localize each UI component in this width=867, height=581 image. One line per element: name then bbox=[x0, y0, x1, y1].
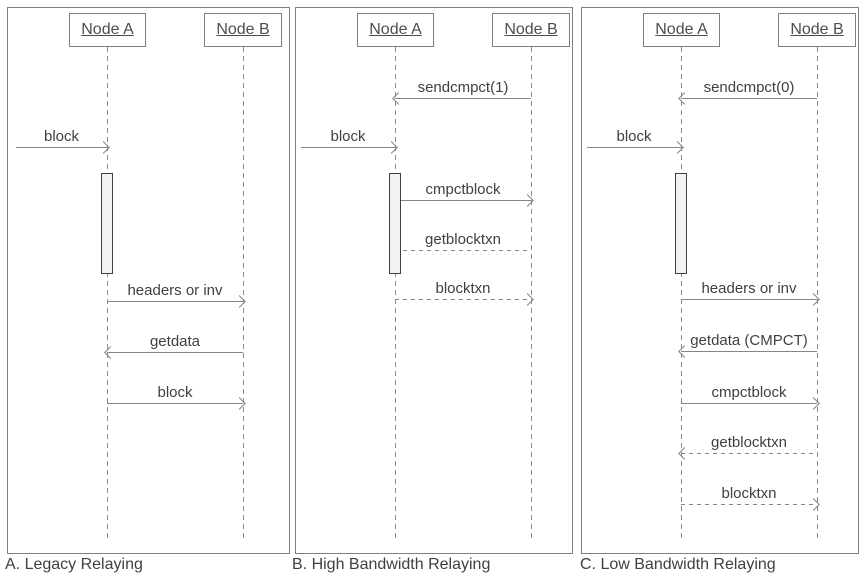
message-label: blocktxn bbox=[721, 485, 777, 502]
arrow-line bbox=[678, 345, 817, 358]
message-label: block bbox=[330, 128, 366, 145]
message-getdata: getdata bbox=[104, 332, 243, 359]
arrow-line bbox=[678, 447, 817, 460]
arrow-line bbox=[587, 141, 684, 154]
message-block-relay: block bbox=[107, 383, 246, 410]
message-block-incoming: block bbox=[587, 127, 684, 154]
message-label: getblocktxn bbox=[425, 231, 501, 248]
message-label: block bbox=[616, 128, 652, 145]
node-b-label: Node B bbox=[790, 21, 844, 38]
message-blocktxn: blocktxn bbox=[681, 484, 820, 511]
arrow-line bbox=[681, 293, 820, 306]
panel-high-bandwidth-relaying: Node A Node B sendcmpct(1) block cmpctbl… bbox=[295, 7, 573, 554]
node-b-label: Node B bbox=[504, 21, 558, 38]
message-label: blocktxn bbox=[435, 280, 491, 297]
panel-caption-legacy: A. Legacy Relaying bbox=[5, 556, 143, 573]
node-b-lifeline bbox=[817, 47, 818, 541]
arrow-line bbox=[681, 498, 820, 511]
message-getblocktxn: getblocktxn bbox=[392, 230, 531, 257]
message-getblocktxn: getblocktxn bbox=[678, 433, 817, 460]
node-a-lifeline bbox=[395, 47, 396, 541]
message-sendcmpct-0: sendcmpct(0) bbox=[678, 78, 817, 105]
arrow-line bbox=[301, 141, 398, 154]
node-a-box: Node A bbox=[69, 13, 146, 47]
arrow-line bbox=[392, 244, 531, 257]
message-block-incoming: block bbox=[301, 127, 398, 154]
node-b-box: Node B bbox=[778, 13, 856, 47]
node-b-box: Node B bbox=[492, 13, 570, 47]
panel-caption-low-bandwidth: C. Low Bandwidth Relaying bbox=[580, 556, 776, 573]
activation-bar bbox=[675, 173, 687, 274]
message-cmpctblock: cmpctblock bbox=[395, 180, 534, 207]
node-a-label: Node A bbox=[369, 21, 422, 38]
message-label: cmpctblock bbox=[425, 181, 501, 198]
arrow-line bbox=[681, 397, 820, 410]
arrow-line bbox=[16, 141, 110, 154]
message-label: cmpctblock bbox=[711, 384, 787, 401]
node-a-lifeline bbox=[681, 47, 682, 541]
message-label: getdata (CMPCT) bbox=[690, 332, 808, 349]
panel-caption-high-bandwidth: B. High Bandwidth Relaying bbox=[292, 556, 491, 573]
message-block-incoming: block bbox=[16, 127, 110, 154]
message-headers-or-inv: headers or inv bbox=[107, 281, 246, 308]
message-cmpctblock: cmpctblock bbox=[681, 383, 820, 410]
message-label: getdata bbox=[149, 333, 201, 350]
arrow-line bbox=[107, 295, 246, 308]
message-label: headers or inv bbox=[701, 280, 797, 297]
arrow-line bbox=[107, 397, 246, 410]
message-getdata-cmpct: getdata (CMPCT) bbox=[678, 331, 817, 358]
node-a-box: Node A bbox=[643, 13, 720, 47]
message-label: block bbox=[43, 128, 80, 145]
arrow-line bbox=[395, 194, 534, 207]
node-a-box: Node A bbox=[357, 13, 434, 47]
node-b-box: Node B bbox=[204, 13, 282, 47]
panel-legacy-relaying: Node A Node B block headers or inv getda… bbox=[7, 7, 290, 554]
node-b-label: Node B bbox=[216, 21, 270, 38]
arrow-line bbox=[678, 92, 817, 105]
arrow-line bbox=[395, 293, 534, 306]
arrow-line bbox=[104, 346, 243, 359]
message-label: block bbox=[157, 384, 193, 401]
message-label: getblocktxn bbox=[711, 434, 787, 451]
activation-bar bbox=[101, 173, 113, 274]
node-a-label: Node A bbox=[655, 21, 708, 38]
arrow-line bbox=[392, 92, 531, 105]
panel-low-bandwidth-relaying: Node A Node B sendcmpct(0) block headers… bbox=[581, 7, 859, 554]
message-headers-or-inv: headers or inv bbox=[681, 279, 820, 306]
message-label: sendcmpct(1) bbox=[417, 79, 509, 96]
message-label: headers or inv bbox=[127, 282, 223, 299]
message-sendcmpct-1: sendcmpct(1) bbox=[392, 78, 531, 105]
node-a-lifeline bbox=[107, 47, 108, 541]
message-blocktxn: blocktxn bbox=[395, 279, 534, 306]
message-label: sendcmpct(0) bbox=[703, 79, 795, 96]
activation-bar bbox=[389, 173, 401, 274]
node-b-lifeline bbox=[531, 47, 532, 541]
node-b-lifeline bbox=[243, 47, 244, 541]
node-a-label: Node A bbox=[81, 21, 134, 38]
